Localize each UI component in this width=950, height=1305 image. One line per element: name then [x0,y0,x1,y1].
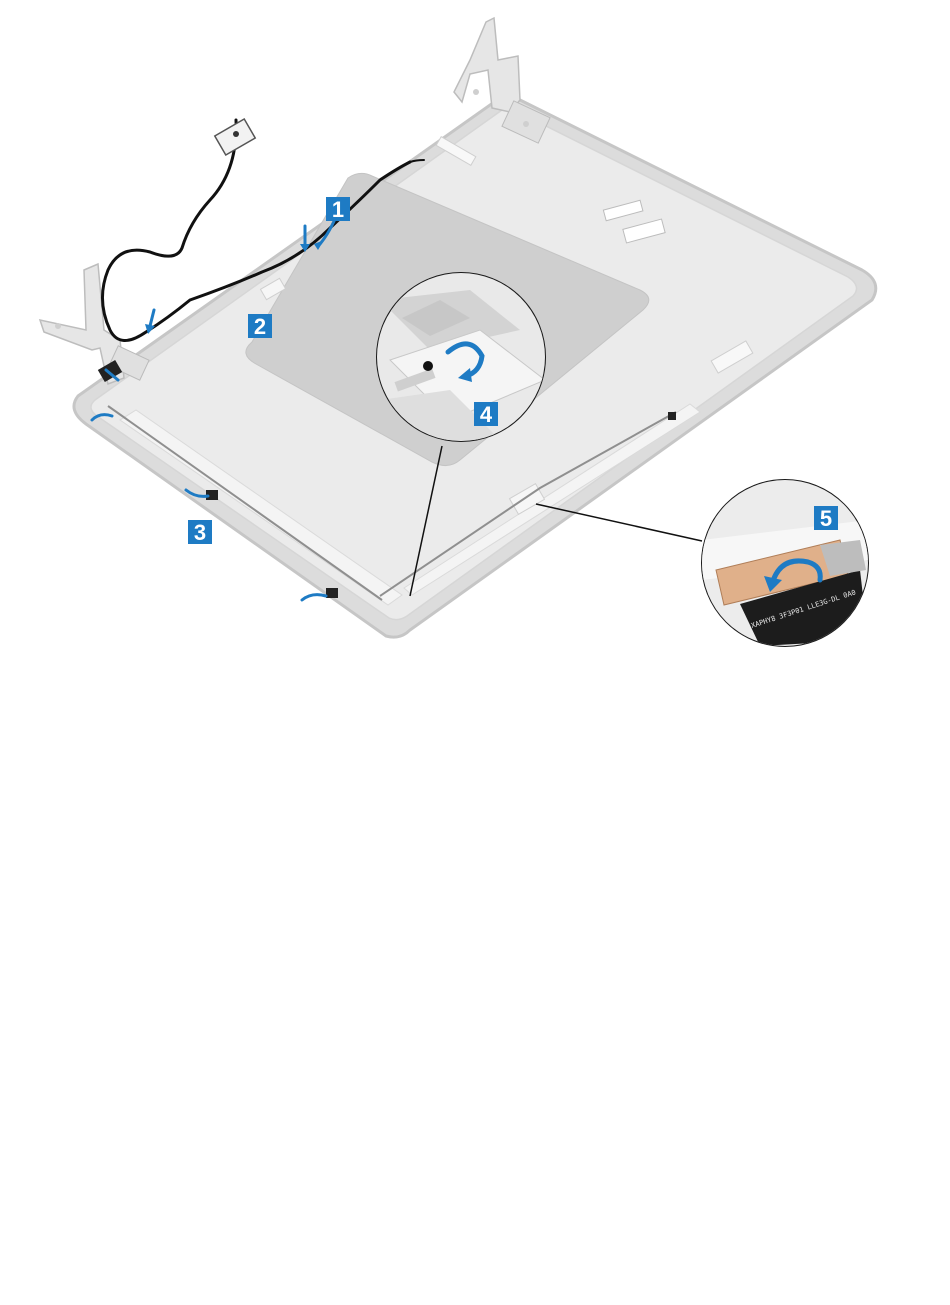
svg-text:3: 3 [194,520,206,545]
svg-text:1: 1 [332,197,344,222]
svg-text:2: 2 [254,314,266,339]
callout-2: 2 [248,314,272,339]
callout-3: 3 [188,520,212,545]
left-hinge [40,264,149,384]
inset-5: XAPHY8 3F3P01 LLE3G-DL 0A0 [702,480,868,646]
svg-text:4: 4 [480,402,493,427]
callout-5: 5 [814,506,838,531]
inset-4 [377,273,545,441]
callout-4: 4 [474,402,498,427]
svg-text:5: 5 [820,506,832,531]
camera-module [215,119,255,155]
callout-1: 1 [326,197,350,222]
